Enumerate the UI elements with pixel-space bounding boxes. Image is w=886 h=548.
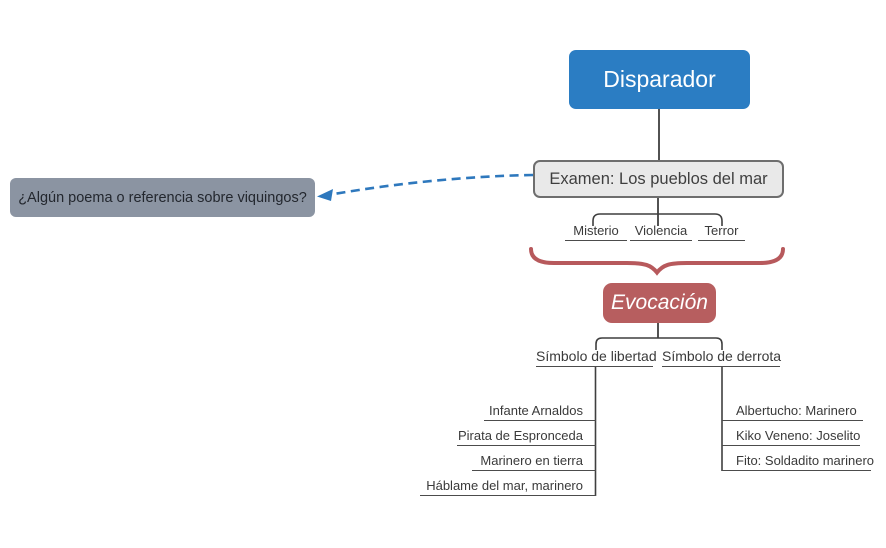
leaf-kiko-veneno-joselito[interactable]: Kiko Veneno: Joselito xyxy=(722,428,860,446)
leaf-albertucho-marinero[interactable]: Albertucho: Marinero xyxy=(722,403,863,421)
theme-misterio[interactable]: Misterio xyxy=(565,223,627,241)
query-arrow-line xyxy=(333,173,534,196)
leaf-pirata-de-espronceda[interactable]: Pirata de Espronceda xyxy=(457,428,596,446)
leaf-infante-arnaldos[interactable]: Infante Arnaldos xyxy=(484,403,596,421)
theme-terror[interactable]: Terror xyxy=(698,223,745,241)
branch-simbolo-libertad[interactable]: Símbolo de libertad xyxy=(536,348,657,367)
leaf-marinero-en-tierra[interactable]: Marinero en tierra xyxy=(472,453,596,471)
edge-branches-fork xyxy=(595,337,723,350)
evocation-node[interactable]: Evocación xyxy=(603,283,716,323)
exam-node[interactable]: Examen: Los pueblos del mar xyxy=(533,160,784,198)
leaf-hablame-del-mar[interactable]: Háblame del mar, marinero xyxy=(420,478,596,496)
leaf-fito-soldadito-marinero[interactable]: Fito: Soldadito marinero xyxy=(722,453,874,471)
query-note-node[interactable]: ¿Algún poema o referencia sobre viquingo… xyxy=(10,178,315,217)
query-arrowhead xyxy=(317,189,333,201)
root-node[interactable]: Disparador xyxy=(569,50,750,109)
branch-simbolo-derrota[interactable]: Símbolo de derrota xyxy=(662,348,781,367)
edge-themes-bracket xyxy=(592,213,723,226)
brace xyxy=(529,247,785,276)
theme-violencia[interactable]: Violencia xyxy=(630,223,692,241)
